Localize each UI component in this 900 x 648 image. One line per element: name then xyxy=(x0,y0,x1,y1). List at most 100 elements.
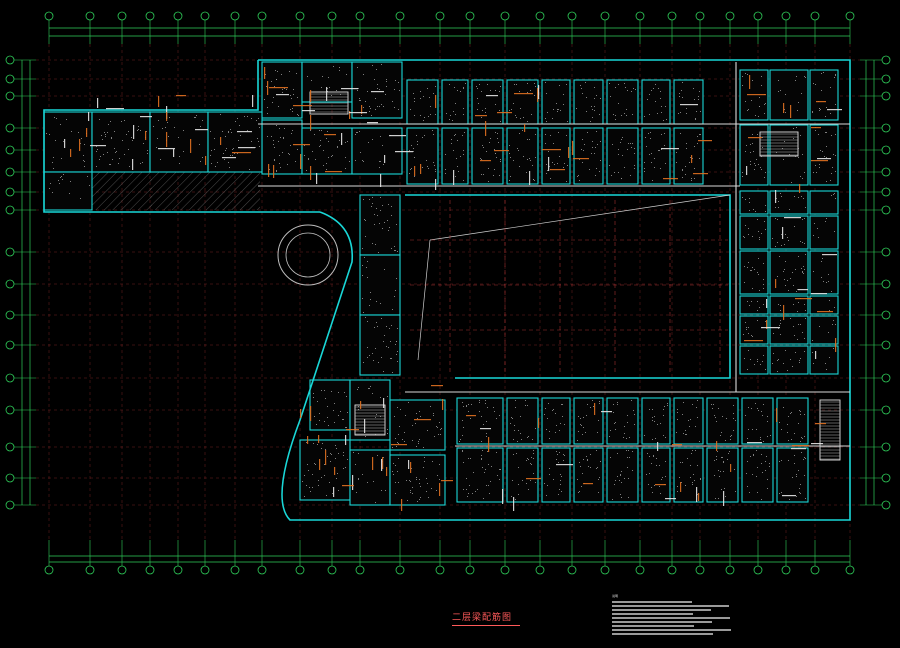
speckle xyxy=(594,110,595,111)
speckle xyxy=(319,420,320,421)
speckle xyxy=(445,169,446,170)
rebar-tag xyxy=(326,87,328,101)
speckle xyxy=(477,489,478,490)
speckle xyxy=(358,88,359,89)
speckle xyxy=(427,166,428,167)
room-boundary xyxy=(351,127,403,175)
speckle xyxy=(564,424,565,425)
speckle xyxy=(790,278,791,279)
speckle xyxy=(486,436,487,437)
speckle xyxy=(778,201,779,202)
speckle xyxy=(496,418,497,419)
speckle xyxy=(510,176,511,177)
speckle xyxy=(440,434,441,435)
room-cell xyxy=(506,127,539,185)
room-boundary xyxy=(506,127,539,185)
speckle xyxy=(142,162,143,163)
rebar-tag xyxy=(64,139,66,148)
speckle xyxy=(498,142,499,143)
speckle xyxy=(795,80,796,81)
speckle xyxy=(490,138,491,139)
speckle xyxy=(297,114,298,115)
speckle xyxy=(667,403,668,404)
speckle xyxy=(482,467,483,468)
speckle xyxy=(760,364,761,365)
speckle xyxy=(789,209,790,210)
speckle xyxy=(277,71,278,72)
speckle xyxy=(764,113,765,114)
speckle xyxy=(210,131,211,132)
speckle xyxy=(583,417,584,418)
speckle xyxy=(59,183,60,184)
speckle xyxy=(825,221,826,222)
room-boundary xyxy=(809,124,839,186)
speckle xyxy=(394,250,395,251)
speckle xyxy=(295,161,296,162)
speckle xyxy=(331,156,332,157)
speckle xyxy=(394,296,395,297)
speckle xyxy=(682,82,683,83)
speckle xyxy=(694,146,695,147)
speckle xyxy=(691,453,692,454)
speckle xyxy=(582,473,583,474)
speckle xyxy=(414,115,415,116)
speckle xyxy=(463,150,464,151)
rebar-tag xyxy=(391,444,407,446)
speckle xyxy=(663,415,664,416)
speckle xyxy=(776,198,777,199)
speckle xyxy=(547,170,548,171)
speckle xyxy=(748,350,749,351)
speckle xyxy=(483,424,484,425)
speckle xyxy=(660,98,661,99)
speckle xyxy=(258,118,259,119)
rebar-tag xyxy=(70,149,72,157)
speckle xyxy=(712,408,713,409)
speckle xyxy=(107,152,108,153)
speckle xyxy=(244,116,245,117)
speckle xyxy=(256,120,257,121)
speckle xyxy=(644,171,645,172)
speckle xyxy=(724,488,725,489)
rebar-tag xyxy=(408,460,410,469)
rebar-tag xyxy=(341,133,343,145)
room-boundary xyxy=(441,127,469,185)
speckle xyxy=(623,437,624,438)
speckle xyxy=(652,439,653,440)
rebar-tag xyxy=(790,105,792,118)
speckle xyxy=(757,134,758,135)
speckle xyxy=(799,360,800,361)
speckle xyxy=(483,498,484,499)
speckle xyxy=(232,155,233,156)
speckle xyxy=(699,441,700,442)
rebar-tag xyxy=(486,95,498,97)
speckle xyxy=(694,99,695,100)
speckle xyxy=(80,198,81,199)
speckle xyxy=(353,452,354,453)
speckle xyxy=(395,438,396,439)
speckle xyxy=(795,269,796,270)
speckle xyxy=(653,455,654,456)
rebar-tag xyxy=(537,88,539,102)
speckle xyxy=(563,454,564,455)
speckle xyxy=(349,161,350,162)
speckle xyxy=(829,300,830,301)
speckle xyxy=(678,113,679,114)
speckle xyxy=(330,453,331,454)
speckle xyxy=(788,290,789,291)
speckle xyxy=(147,153,148,154)
speckle xyxy=(398,434,399,435)
speckle xyxy=(454,135,455,136)
speckle xyxy=(326,138,327,139)
speckle xyxy=(512,418,513,419)
speckle xyxy=(420,98,421,99)
speckle xyxy=(634,148,635,149)
speckle xyxy=(804,76,805,77)
speckle xyxy=(725,496,726,497)
rebar-tag xyxy=(817,158,831,160)
speckle xyxy=(788,440,789,441)
speckle xyxy=(676,152,677,153)
room-cell xyxy=(769,345,809,375)
speckle xyxy=(780,334,781,335)
speckle xyxy=(324,390,325,391)
curved-wall xyxy=(281,211,390,521)
